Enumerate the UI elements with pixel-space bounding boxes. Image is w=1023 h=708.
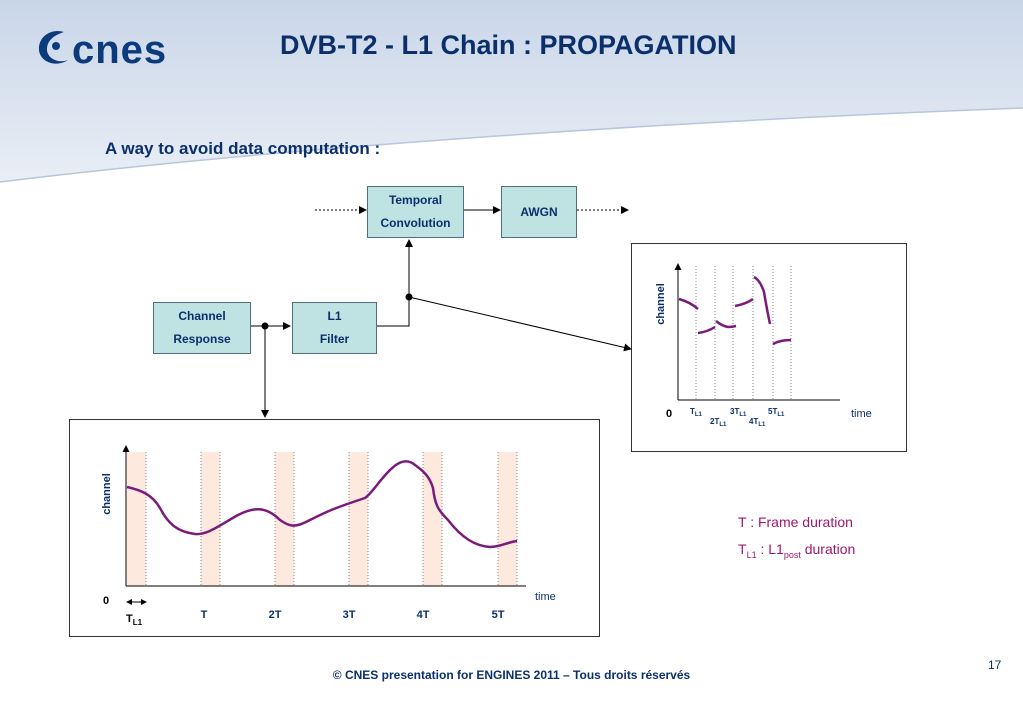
tick-label: 4TL1 bbox=[749, 417, 766, 428]
frame-tick-labels: T 2T 3T 4T 5T bbox=[201, 609, 505, 621]
frame-duration-note: T : Frame duration bbox=[738, 514, 853, 530]
footer-copyright: © CNES presentation for ENGINES 2011 – T… bbox=[332, 668, 691, 682]
tick-label: 4T bbox=[417, 609, 430, 621]
cnes-logo-text: cnes bbox=[72, 28, 168, 72]
y-axis-label: channel bbox=[101, 473, 113, 515]
note-sub: L1 bbox=[746, 549, 757, 560]
temporal-convolution-block: Temporal Convolution bbox=[367, 186, 464, 238]
y-axis-label: channel bbox=[655, 283, 667, 325]
x-axis-label: time bbox=[851, 408, 872, 420]
tick-label: 3T bbox=[343, 609, 356, 621]
cnes-logo-icon bbox=[38, 30, 68, 64]
note-part: : L1 bbox=[756, 541, 784, 557]
header-background bbox=[0, 0, 1023, 183]
block-label: Convolution bbox=[380, 216, 451, 230]
to-right-plot-arrow bbox=[408, 296, 632, 352]
tick-label: 5T bbox=[492, 609, 505, 621]
block-label: Response bbox=[173, 332, 231, 346]
block-label: L1 bbox=[327, 309, 342, 323]
l1-filtered-plot-svg: channel 0 time TL1 2TL1 3TL1 4TL1 5TL1 bbox=[655, 263, 872, 428]
sampled-channel-curve bbox=[678, 275, 792, 346]
channel-response-plot-svg: channel 0 time TL1 T 2T 3T 4T 5T bbox=[101, 445, 556, 627]
section-subtitle: A way to avoid data computation : bbox=[105, 139, 381, 158]
awgn-block: AWGN bbox=[501, 186, 577, 238]
tl1-tick-labels: TL1 2TL1 3TL1 4TL1 5TL1 bbox=[690, 407, 785, 428]
block-label: Filter bbox=[319, 332, 350, 346]
page-number: 17 bbox=[988, 658, 1002, 672]
tl1-gridlines bbox=[695, 266, 792, 400]
origin-label: 0 bbox=[666, 408, 672, 420]
tl1-label: TL1 bbox=[126, 613, 143, 627]
page-title: DVB-T2 - L1 Chain : PROPAGATION bbox=[280, 30, 737, 60]
channel-response-curve bbox=[126, 460, 518, 549]
note-sub: post bbox=[783, 549, 801, 560]
block-label: Channel bbox=[178, 309, 226, 323]
tick-label: 2TL1 bbox=[710, 417, 727, 428]
note-part: T bbox=[738, 541, 747, 557]
l1-duration-bands bbox=[127, 452, 517, 586]
l1-filtered-plot: channel 0 time TL1 2TL1 3TL1 4TL1 5TL1 bbox=[631, 243, 907, 452]
frame-gridlines bbox=[145, 452, 518, 586]
block-label: Temporal bbox=[388, 193, 443, 207]
tick-label: 5TL1 bbox=[768, 407, 785, 418]
tick-label: TL1 bbox=[690, 407, 703, 418]
tick-label: 3TL1 bbox=[730, 407, 747, 418]
x-axis-label: time bbox=[535, 591, 556, 603]
channel-response-block: Channel Response bbox=[153, 302, 251, 354]
channel-response-plot: channel 0 time TL1 T 2T 3T 4T 5T bbox=[69, 419, 600, 637]
origin-label: 0 bbox=[103, 595, 109, 607]
l1-duration-note: TL1 : L1post duration bbox=[738, 541, 855, 560]
note-part: duration bbox=[800, 541, 856, 557]
l1-filter-block: L1 Filter bbox=[292, 302, 377, 354]
filter-to-conv-arrow bbox=[377, 239, 413, 327]
tick-label: T bbox=[201, 609, 208, 621]
block-label: AWGN bbox=[520, 204, 558, 219]
tick-label: 2T bbox=[269, 609, 282, 621]
